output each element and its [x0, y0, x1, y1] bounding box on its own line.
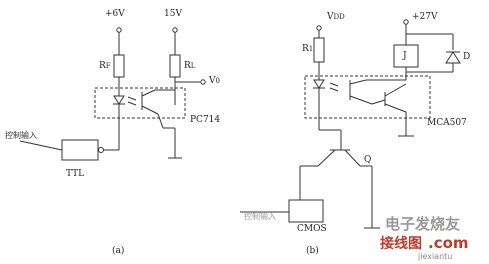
a-rl-sub: L	[190, 62, 196, 70]
a-supply-left-terminal	[116, 27, 122, 33]
a-output-sub: 0	[215, 77, 220, 85]
watermark-domain-cn: 接线图	[380, 236, 422, 252]
a-output-letter: V	[209, 76, 216, 86]
b-resistor-r1	[313, 37, 325, 63]
b-optocoupler-label: MCA507	[427, 118, 467, 128]
watermark-brand: 电子发烧友	[385, 215, 461, 233]
a-ttl-gate	[61, 139, 99, 161]
b-diode	[445, 51, 461, 64]
b-transistor-label: Q	[364, 155, 372, 165]
b-supply-right-label: +27V	[412, 12, 438, 22]
b-supply-left-label: VDD	[327, 13, 345, 22]
a-input-label: 控制输入	[5, 131, 37, 140]
watermark-domain-en: .com	[428, 234, 469, 252]
b-gate-label: CMOS	[297, 224, 327, 234]
b-caption: (b)	[306, 246, 319, 256]
a-rf-label: RF	[99, 62, 111, 71]
a-led	[113, 95, 125, 105]
circuit-a	[19, 27, 206, 161]
b-vdd-sub: DD	[333, 13, 345, 21]
a-rf-sub: F	[105, 62, 111, 70]
circuit-b	[240, 19, 461, 229]
b-supply-right-terminal	[403, 19, 409, 25]
a-supply-right-terminal	[172, 27, 178, 33]
b-r1-sub: 1	[308, 45, 314, 53]
a-supply-left-label: +6V	[105, 9, 125, 19]
b-relay-label: J	[403, 51, 407, 61]
a-output-terminal	[200, 79, 206, 85]
a-optocoupler-label: PC714	[190, 115, 221, 125]
b-vdd-letter: V	[327, 12, 334, 22]
b-input-label: 控制输入	[244, 212, 276, 221]
a-caption: (a)	[112, 246, 125, 256]
a-output-label: V0	[209, 77, 220, 86]
b-supply-left-terminal	[316, 25, 322, 31]
a-rf-letter: R	[99, 61, 106, 71]
a-supply-right-label: 15V	[164, 9, 182, 19]
b-cmos-gate	[288, 199, 324, 223]
b-r1-letter: R	[302, 44, 309, 54]
b-optocoupler-box	[304, 75, 431, 119]
a-resistor-rf	[113, 54, 125, 78]
a-optocoupler-box	[94, 87, 186, 119]
watermark-url: jiexiantu	[418, 252, 453, 261]
a-rl-letter: R	[184, 61, 191, 71]
a-gate-label: TTL	[66, 169, 85, 179]
b-led	[313, 79, 325, 89]
b-diode-label: D	[463, 52, 471, 62]
a-rl-label: RL	[184, 62, 195, 71]
a-resistor-rl	[169, 54, 181, 78]
b-r1-label: R1	[302, 45, 313, 54]
